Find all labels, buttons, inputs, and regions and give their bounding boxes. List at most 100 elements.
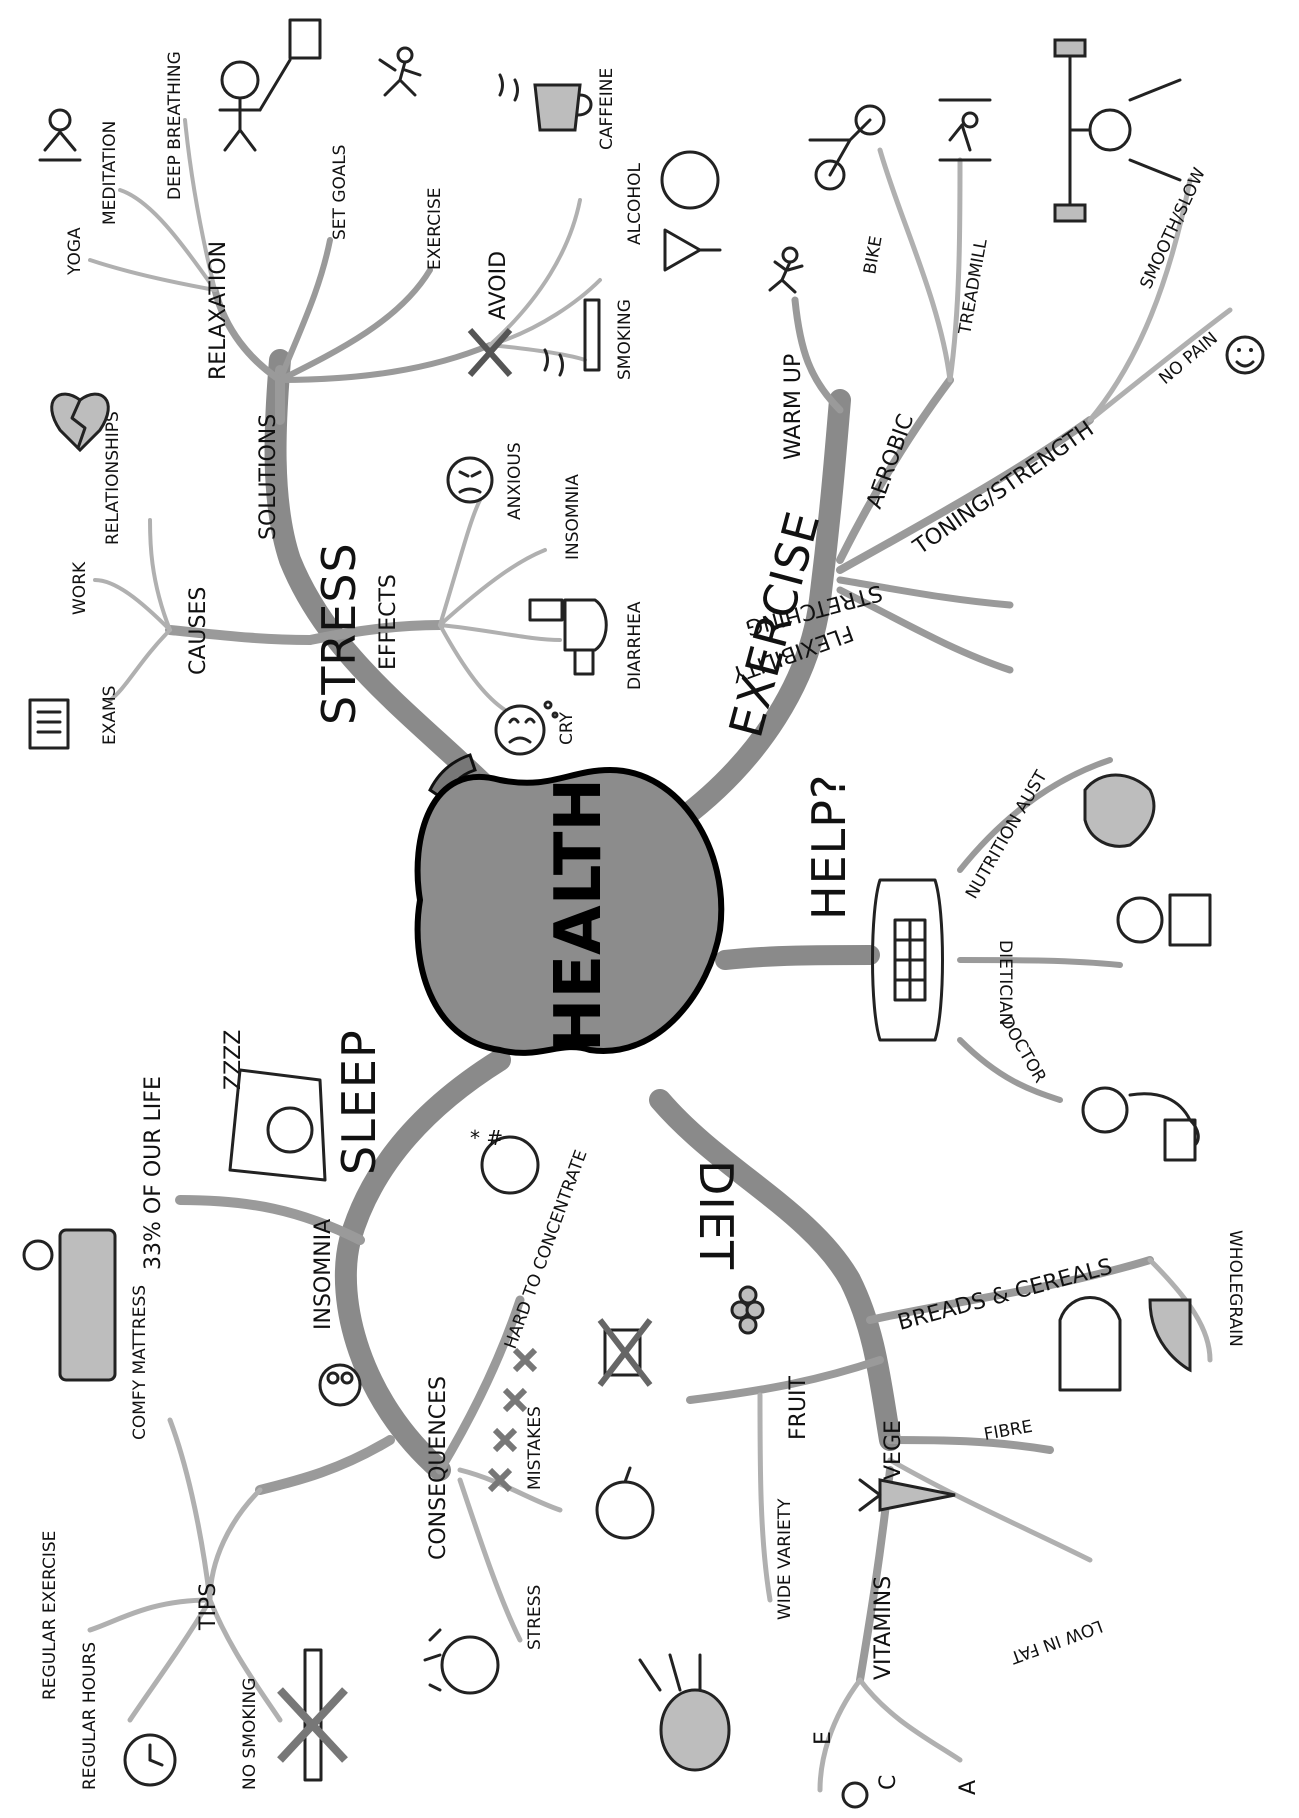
diet-wide-variety: WIDE VARIETY [775,1498,795,1620]
exercise-sub-branch [277,267,433,383]
cause-relationships: RELATIONSHIPS [103,411,123,545]
stress-trunk [264,349,511,811]
broken-heart-icon [50,392,110,453]
sleep-consequences: CONSEQUENCES [426,1376,451,1560]
avoid-branch [277,342,493,383]
sleep-insomnia: INSOMNIA [311,1219,336,1330]
diet-vege: VEGE [881,1420,906,1480]
diet-fruit: FRUIT [786,1375,811,1440]
apple-fruit-icon [595,1466,655,1540]
weightlifter-icon [1053,38,1182,223]
cause-work: WORK [70,561,90,615]
avoid-caffeine: CAFFEINE [597,68,617,150]
toning-label: TONING/STRENGTH [908,417,1098,561]
no-juice-icon [597,1318,653,1387]
aerobic-bike: BIKE [860,234,886,275]
treadmill-icon [938,98,992,162]
solution-exercise: EXERCISE [425,187,445,270]
consequence-hard-to-concentrate: HARD TO CONCENTRATE [501,1147,592,1351]
solution-set-goals: SET GOALS [330,145,350,240]
help-nutrition-aust: NUTRITION AUST [962,767,1052,903]
diet-label: DIET [689,1160,743,1270]
pineapple-icon [638,1653,731,1772]
vitamin-a: A [956,1780,981,1795]
effects-label: EFFECTS [376,574,401,670]
tip-regular-exercise: REGULAR EXERCISE [40,1531,60,1700]
tip-comfy-mattress: COMFY MATTRESS [130,1285,150,1440]
avoid-cross-icon [467,328,513,377]
avoid-smoking: SMOKING [615,299,635,380]
telephone-icon [871,878,944,1042]
effect-insomnia: INSOMNIA [563,474,583,560]
person-with-goals-icon [218,18,322,152]
clock-icon [123,1733,177,1787]
effect-cry: CRY [557,711,577,745]
bread-and-bowl-icon [1058,1296,1192,1392]
small-smiley-icon [841,1781,869,1809]
crying-face-icon [494,700,559,756]
consequence-stress: STRESS [525,1585,545,1650]
cocktail-glass-icon [660,150,722,272]
relaxation-branch [211,286,284,384]
sleeping-person-icon [228,1068,327,1182]
sleep-label: SLEEP [332,1029,386,1175]
sleep-fact: 33% OF OUR LIFE [141,1076,166,1270]
diet-trunk [649,1089,901,1451]
cause-exams: EXAMS [100,686,120,745]
toning-smooth-slow: SMOOTH/SLOW [1136,165,1210,292]
exams-icon [28,698,70,750]
meditation-icon [38,108,82,162]
running-figure-icon [768,246,804,294]
relax-deep-breathing: DEEP BREATHING [165,51,185,200]
no-smoking-icon [277,1648,348,1782]
consequence-mistakes: MISTAKES [525,1406,545,1490]
setgoals-branch [277,237,333,383]
relax-yoga: YOGA [65,227,85,276]
causes-branch [165,625,315,645]
anxious-face-icon [446,456,494,504]
insomnia-face-icon [318,1363,362,1407]
doctor-icon [1081,1086,1200,1162]
svg-text:* #: * # [470,1126,503,1150]
mistakes-crosses-icon [487,1347,538,1493]
aerobic-label: AEROBIC [862,411,919,512]
diet-vitamins: VITAMINS [871,1576,896,1680]
center-label: HEALTH [542,778,616,1052]
tip-no-smoking: NO SMOKING [240,1678,260,1790]
diet-wholegrain: WHOLEGRAIN [1225,1230,1245,1347]
help-trunk [715,945,880,970]
effects-branch [305,620,445,645]
effect-anxious: ANXIOUS [505,442,525,520]
health-apple: HEALTH [414,753,725,1056]
avoid-alcohol: ALCOHOL [625,162,645,245]
toilet-icon [528,598,608,676]
effect-diarrhea: DIARRHEA [625,601,645,690]
help-label: HELP? [802,774,856,920]
causes-label: CAUSES [186,587,211,675]
vitamin-e: E [811,1731,836,1745]
diet-low-in-fat: LOW IN FAT [1007,1615,1105,1667]
smiley-face-icon [1225,335,1265,375]
carrot-icon [858,1478,956,1512]
help-dietician: DIETICIAN [995,940,1015,1025]
australia-map-icon [1083,773,1156,848]
exercise-trunk [669,389,851,831]
stressed-face-icon [423,1628,500,1695]
coffee-cup-icon [498,73,593,132]
warm-up-label: WARM UP [781,354,806,460]
frustrated-face-icon: * # [470,1126,540,1195]
stress-label: STRESS [312,542,366,725]
solutions-label: SOLUTIONS [256,414,281,540]
relaxation-label: RELAXATION [206,241,231,380]
bicycle-icon [808,104,886,191]
apple-body [414,766,725,1056]
sleep-tips: TIPS [196,1583,221,1631]
sleep-zzz: ZZZZ [221,1030,246,1090]
mattress-icon [22,1228,117,1382]
dietician-icon [1116,893,1212,947]
vitamin-c: C [876,1775,901,1790]
grapes-icon [730,1285,765,1335]
diet-fibre: FIBRE [982,1417,1034,1445]
relax-meditation: MEDITATION [100,121,120,225]
cigarette-icon [543,298,601,377]
